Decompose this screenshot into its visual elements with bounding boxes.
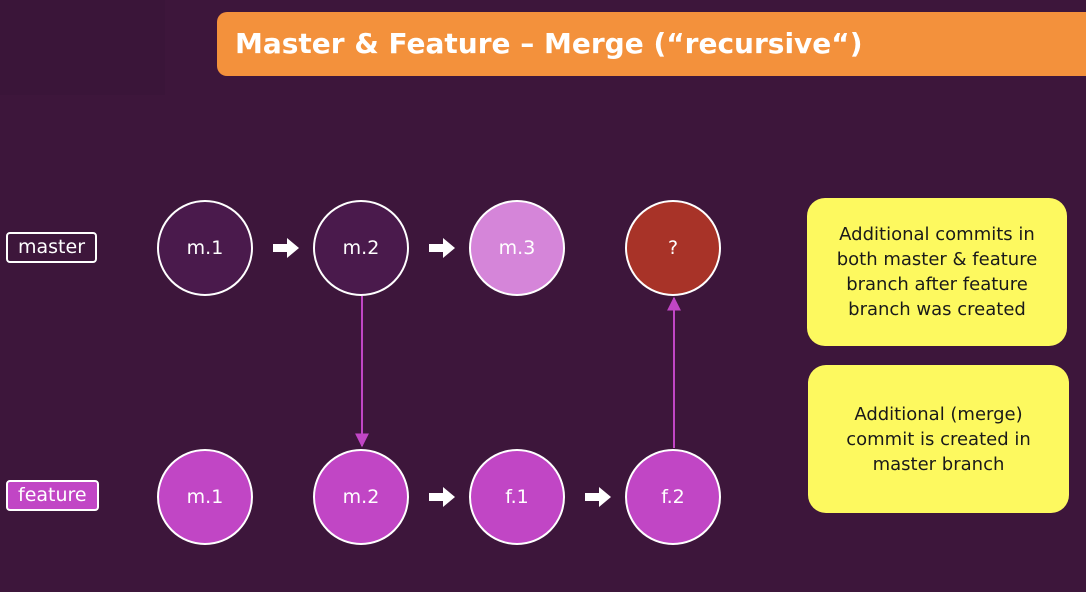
commit-node: m.1 — [157, 200, 253, 296]
commit-node: f.2 — [625, 449, 721, 545]
right-arrow-icon — [273, 238, 299, 258]
right-arrow-icon — [585, 487, 611, 507]
commit-node: m.2 — [313, 449, 409, 545]
commit-node: m.1 — [157, 449, 253, 545]
note-merge-commit: Additional (merge) commit is created in … — [808, 365, 1069, 513]
commit-node: m.2 — [313, 200, 409, 296]
corner-panel — [0, 0, 165, 95]
branch-label-master: master — [6, 232, 98, 263]
right-arrow-icon — [429, 487, 455, 507]
slide-title: Master & Feature – Merge (“recursive“) — [217, 12, 1086, 76]
merge-commit-node: ? — [625, 200, 721, 296]
branch-label-feature: feature — [6, 480, 99, 511]
note-additional-commits: Additional commits in both master & feat… — [807, 198, 1067, 346]
commit-node: f.1 — [469, 449, 565, 545]
right-arrow-icon — [429, 238, 455, 258]
commit-node: m.3 — [469, 200, 565, 296]
